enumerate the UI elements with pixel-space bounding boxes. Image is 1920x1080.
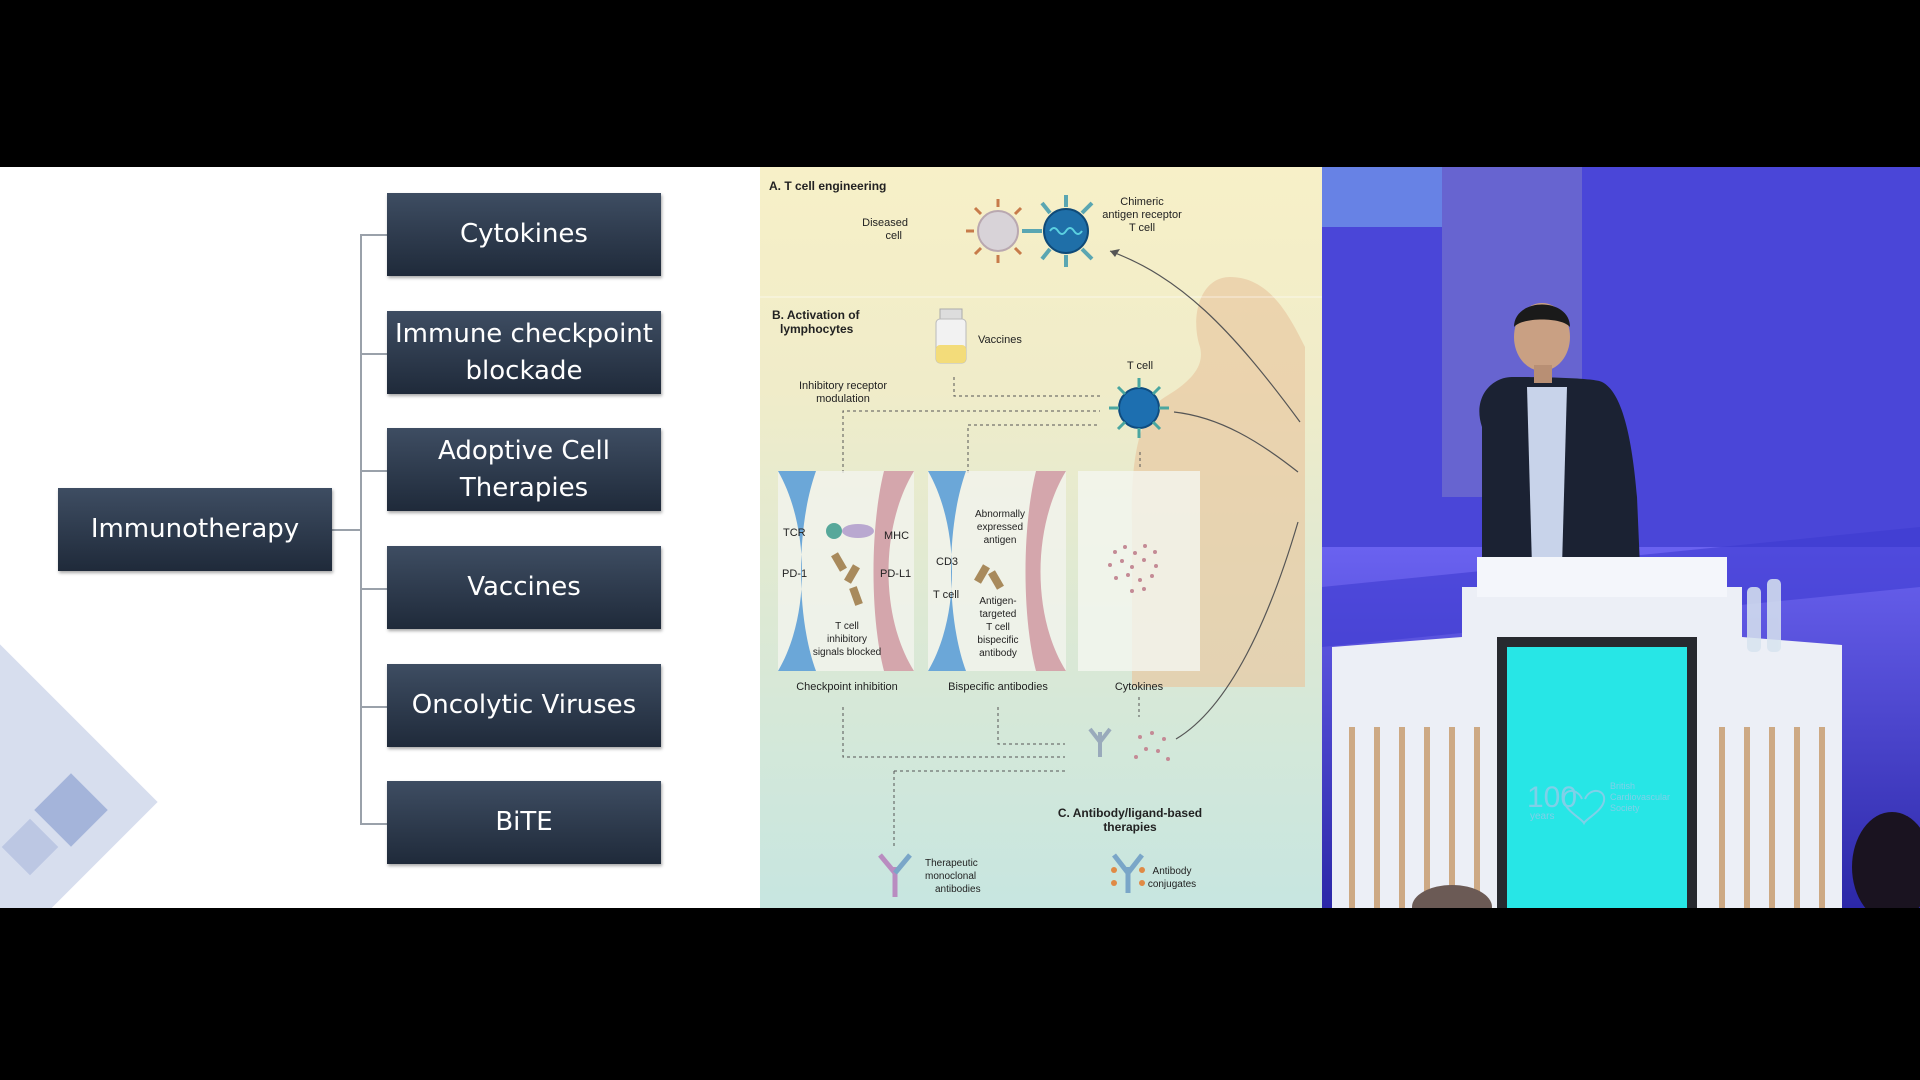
section-b-title: B. Activation of [772,308,861,322]
pd1-label: PD-1 [782,568,807,580]
projection-screen [1322,167,1442,227]
therapeutic-label: antibodies [935,884,981,895]
abnormal-antigen-label: expressed [977,522,1023,533]
antigen-targeted-label: antibody [979,648,1017,659]
therapeutic-label: monoclonal [925,871,976,882]
inhibitory-label: modulation [816,393,870,405]
branch-oncolytic-viruses: Oncolytic Viruses [387,664,661,747]
section-b-title: lymphocytes [780,322,854,336]
abnormal-antigen-label: Abnormally [975,509,1025,520]
connector-trunk [360,234,362,824]
section-c-title: therapies [1103,820,1157,834]
branch-cytokines: Cytokines [387,193,661,276]
arrow [1109,250,1301,423]
diseased-cell-icon [966,199,1023,263]
tcell-signals-label: inhibitory [827,634,867,645]
connector-line [360,706,387,708]
branch-immune-checkpoint-blockade: Immune checkpoint blockade [387,311,661,394]
connector-line [360,353,387,355]
pdl1-label: PD-L1 [880,568,911,580]
branch-bite: BiTE [387,781,661,864]
podium-logo-text: British [1610,781,1635,791]
car-t-label: antigen receptor [1102,209,1182,221]
t-cell-short-label: T cell [933,589,959,601]
letterbox-bottom [0,908,1920,1080]
antibody-conjugate-icon [1111,853,1145,893]
antigen-targeted-label: bispecific [977,635,1018,646]
podium-logo-text: Cardiovascular [1610,792,1670,802]
inhibitory-label: Inhibitory receptor [799,380,887,392]
stage-scene: 100 years British Cardiovascular Society [1322,167,1920,908]
immunotherapy-box: Immunotherapy [58,488,332,571]
connector-line [360,234,387,236]
tcell-signals-label: signals blocked [813,647,881,658]
figure-illustration: A. T cell engineering Diseased cell Chim… [760,179,1322,897]
section-a-title: A. T cell engineering [769,179,886,193]
monoclonal-antibody-icon [878,853,912,897]
letterbox-top [0,0,1920,167]
audience-heads [1412,812,1920,908]
podium-years: years [1530,811,1554,822]
vaccines-label: Vaccines [978,334,1022,346]
bispecific-caption: Bispecific antibodies [948,681,1048,693]
connector-line [360,823,387,825]
cd3-label: CD3 [936,556,958,568]
abnormal-antigen-label: antigen [984,535,1017,546]
vaccine-vial-icon [935,308,967,364]
t-cell-label: T cell [1127,360,1153,372]
section-c-title: C. Antibody/ligand-based [1058,806,1202,820]
diseased-cell-label: cell [885,230,902,242]
branch-vaccines: Vaccines [387,546,661,629]
car-t-cell-icon [1022,195,1094,267]
branch-adoptive-cell-therapies: Adoptive Cell Therapies [387,428,661,511]
car-t-label: T cell [1129,222,1155,234]
speaker-person [1479,303,1640,567]
car-t-label: Chimeric [1120,196,1164,208]
immunotherapy-figure: A. T cell engineering Diseased cell Chim… [760,167,1322,908]
podium-logo-text: Society [1610,803,1640,813]
therapeutic-label: Therapeutic [925,858,978,869]
antigen-targeted-label: Antigen- [979,596,1016,607]
slide-panel: Immunotherapy Cytokines Immune checkpoin… [0,167,760,908]
speaker-video-panel: 100 years British Cardiovascular Society [1322,167,1920,908]
conjugates-label: conjugates [1148,879,1196,890]
tcr-label: TCR [783,527,806,539]
cytokines-panel [1078,471,1200,671]
podium [1332,557,1842,908]
diseased-cell-label: Diseased [862,217,908,229]
heart-icon [1562,790,1606,826]
t-cell-icon [1109,378,1169,438]
cytokines-caption: Cytokines [1115,681,1164,693]
connector-line [360,470,387,472]
conjugates-label: Antibody [1153,866,1192,877]
antigen-targeted-label: T cell [986,622,1010,633]
tcell-signals-label: T cell [835,621,859,632]
connector-line [332,529,360,531]
antibody-icon [1088,727,1112,757]
antigen-targeted-label: targeted [980,609,1017,620]
checkpoint-caption: Checkpoint inhibition [796,681,898,693]
cytokine-dots [1108,544,1158,593]
mhc-label: MHC [884,530,909,542]
connector-line [360,588,387,590]
